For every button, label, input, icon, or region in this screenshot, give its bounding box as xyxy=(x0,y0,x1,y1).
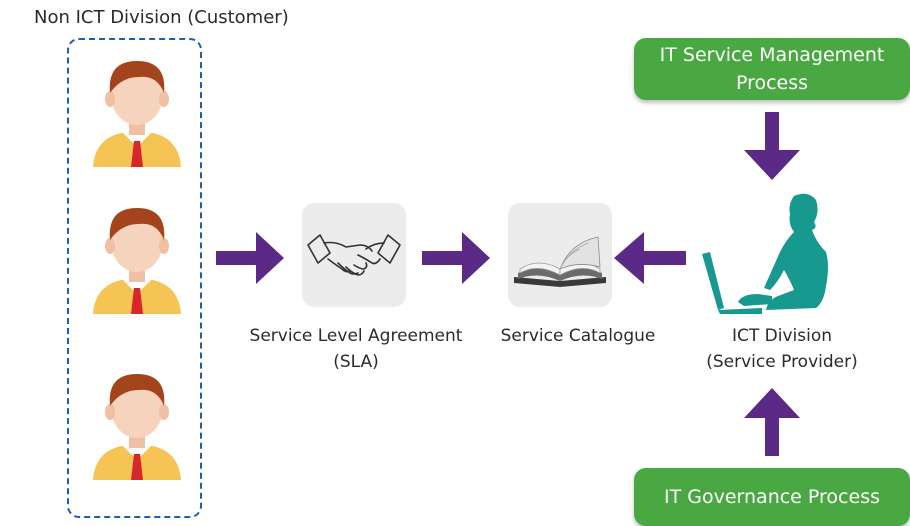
customer-avatar-3 xyxy=(93,374,181,480)
sla-label-line1: Service Level Agreement xyxy=(249,326,463,346)
provider-label-line2: (Service Provider) xyxy=(706,352,858,372)
open-book-icon xyxy=(514,236,606,287)
catalogue-card xyxy=(508,203,612,307)
ict-provider-icon xyxy=(702,193,828,314)
governance-label: IT Governance Process xyxy=(664,486,880,508)
arrow-up-governance-to-provider xyxy=(744,388,800,456)
itsm-process-box: IT Service Management Process xyxy=(634,38,910,100)
customer-group-box xyxy=(67,38,202,518)
customer-avatar-2 xyxy=(93,208,181,314)
provider-label-line1: ICT Division xyxy=(731,326,833,346)
sla-label-line2: (SLA) xyxy=(333,352,379,372)
customer-group-label: Non ICT Division (Customer) xyxy=(34,7,289,28)
arrow-down-itsm-to-provider xyxy=(744,112,800,180)
governance-process-box: IT Governance Process xyxy=(634,468,910,526)
itsm-label-line1: IT Service Management xyxy=(659,44,885,66)
arrow-right-sla-to-catalogue xyxy=(422,232,490,284)
customer-avatar-1 xyxy=(93,61,181,167)
arrow-left-provider-to-catalogue xyxy=(614,232,686,284)
catalogue-label-text: Service Catalogue xyxy=(500,326,656,346)
sla-label: Service Level Agreement (SLA) xyxy=(238,323,474,375)
handshake-icon xyxy=(307,234,401,276)
itsm-label-line2: Process xyxy=(735,72,809,94)
sla-card xyxy=(302,203,406,307)
arrow-right-customer-to-sla xyxy=(216,232,284,284)
catalogue-label: Service Catalogue xyxy=(490,323,666,349)
provider-label: ICT Division (Service Provider) xyxy=(684,323,880,375)
